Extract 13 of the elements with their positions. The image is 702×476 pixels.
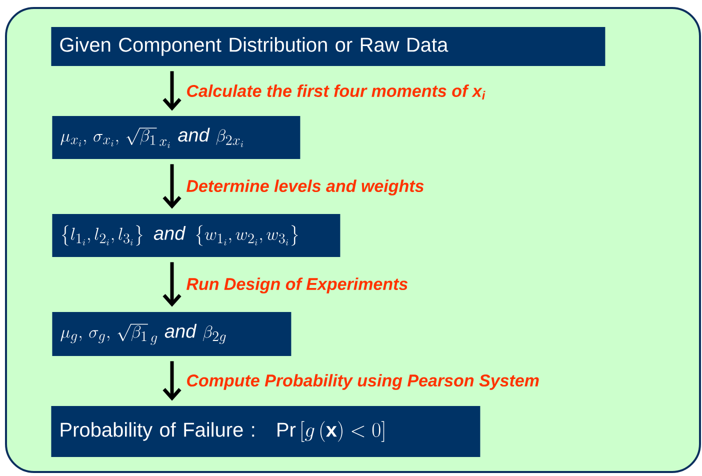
- edge-label: Determine levels and weights: [185, 178, 426, 196]
- arrow: [162, 262, 182, 307]
- edge-label: Compute Probability using Pearson System: [185, 373, 540, 391]
- arrow: [162, 361, 182, 401]
- arrow: [162, 71, 182, 111]
- process-box: Given Component Distribution or Raw Data: [51, 27, 606, 66]
- process-box: $\mu_{x_i},\,\sigma_{x_i},\,\sqrt{\beta_1}_{\,x_i}\ \mathit{and}\ \beta_{2x_i}$: [52, 116, 300, 159]
- process-box: $\left\{l_{1_i},l_{2_i},l_{3_i}\right\}\ \mathit{and}\ \left\{w_{1_i},w_{2_i},w_{3_i}\right\}$: [52, 214, 340, 257]
- process-box: Probability of Failure : $\Pr\left[g\left(\mathbf{x}\right)<0\right]$: [51, 406, 480, 457]
- edge-label: Run Design of Experiments: [185, 276, 410, 294]
- process-box: $\mu_{g},\,\sigma_{g},\,\sqrt{\beta_1}_{\,g}\ \mathit{and}\ \beta_{2g}$: [52, 312, 292, 356]
- arrow: [162, 164, 182, 209]
- edge-label: Calculate the first four moments of x$_{i}$: [185, 84, 487, 100]
